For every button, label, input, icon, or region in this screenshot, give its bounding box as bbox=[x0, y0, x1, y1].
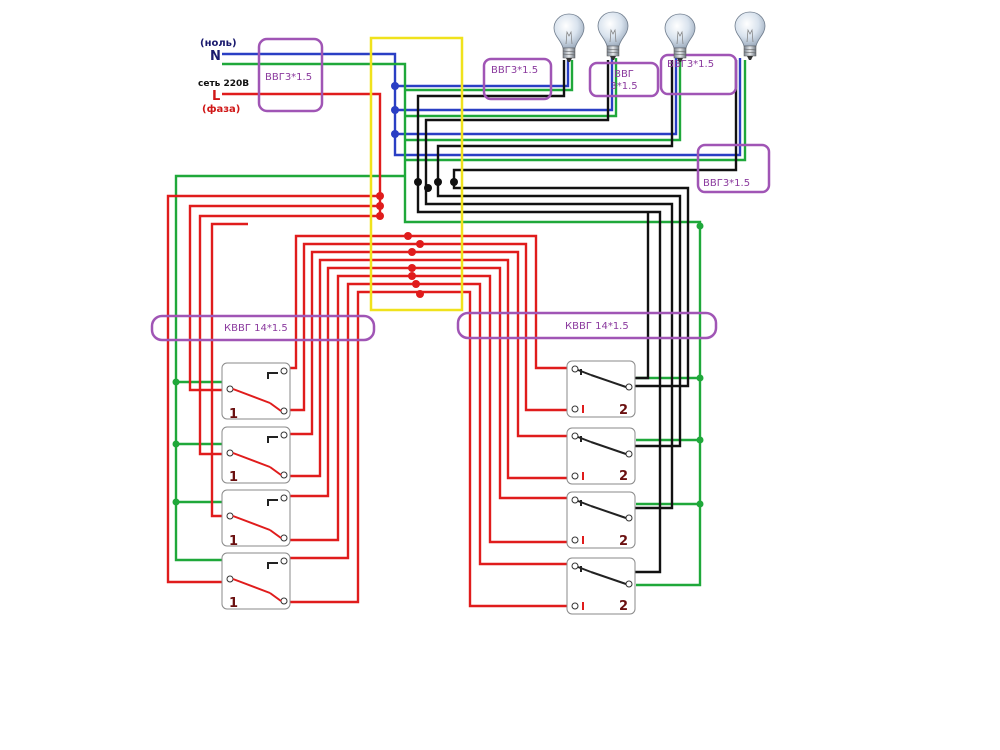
switch-right-4: 2 bbox=[566, 557, 636, 615]
kvvg-left-box bbox=[150, 314, 376, 342]
switch-left-3-number: 1 bbox=[229, 534, 238, 549]
vvg-lamp1-box bbox=[482, 57, 553, 101]
switch-left-2: 1 bbox=[221, 426, 291, 485]
vvg-input-text: ВВГ3*1.5 bbox=[265, 72, 312, 83]
vvg-lamp2-text-2: 3*1.5 bbox=[610, 81, 637, 92]
switch-group-left: 1 1 1 1 bbox=[221, 362, 291, 611]
kvvg-left-text: КВВГ 14*1.5 bbox=[224, 323, 288, 334]
mains-labels: (ноль) N сеть 220В L (фаза) bbox=[198, 38, 249, 115]
switch-right-2: 2 bbox=[566, 427, 636, 485]
switch-left-4-number: 1 bbox=[229, 596, 238, 611]
lamp-1-icon bbox=[553, 13, 585, 63]
switch-right-3: 2 bbox=[566, 491, 636, 549]
vvg-lamp4-box bbox=[696, 143, 771, 194]
vvg-lamp2-box bbox=[588, 61, 660, 98]
kvvg-right-text: КВВГ 14*1.5 bbox=[565, 321, 629, 332]
junction-box bbox=[369, 36, 464, 312]
network-label: сеть 220В bbox=[198, 79, 249, 89]
vvg-lamp3-text: ВВГ3*1.5 bbox=[667, 59, 714, 70]
switch-left-2-number: 1 bbox=[229, 470, 238, 485]
vvg-lamp3-box bbox=[659, 53, 738, 96]
switch-right-1-number: 2 bbox=[619, 403, 628, 418]
switch-right-4-number: 2 bbox=[619, 599, 628, 614]
vvg-lamp1-text: ВВГ3*1.5 bbox=[491, 65, 538, 76]
lamp-4-icon bbox=[734, 11, 766, 61]
vvg-lamp2-text-1: ВВГ bbox=[614, 69, 634, 80]
switch-left-1: 1 bbox=[221, 362, 291, 422]
switched-wires bbox=[416, 60, 738, 574]
switch-right-1: 2 bbox=[566, 360, 636, 418]
neutral-label: (ноль) bbox=[200, 38, 237, 49]
switch-group-right: 2 2 2 2 bbox=[566, 360, 636, 615]
switch-right-2-number: 2 bbox=[619, 469, 628, 484]
lamp-2-icon bbox=[597, 11, 629, 61]
cable-labels bbox=[150, 37, 771, 342]
junction-dots bbox=[172, 82, 704, 508]
switch-left-4: 1 bbox=[221, 552, 291, 611]
switch-left-3: 1 bbox=[221, 489, 291, 549]
kvvg-right-box bbox=[456, 311, 718, 340]
switch-right-3-number: 2 bbox=[619, 534, 628, 549]
phase-wires bbox=[166, 92, 572, 608]
phase-label: (фаза) bbox=[202, 103, 240, 115]
cable-label-texts: ВВГ3*1.5 ВВГ3*1.5 ВВГ 3*1.5 ВВГ3*1.5 ВВГ… bbox=[224, 59, 750, 334]
neutral-wires bbox=[222, 52, 742, 157]
neutral-letter: N bbox=[210, 49, 221, 64]
vvg-lamp4-text: ВВГ3*1.5 bbox=[703, 178, 750, 189]
switch-left-1-number: 1 bbox=[229, 407, 238, 422]
phase-letter: L bbox=[212, 89, 220, 104]
vvg-input-box bbox=[257, 37, 324, 113]
